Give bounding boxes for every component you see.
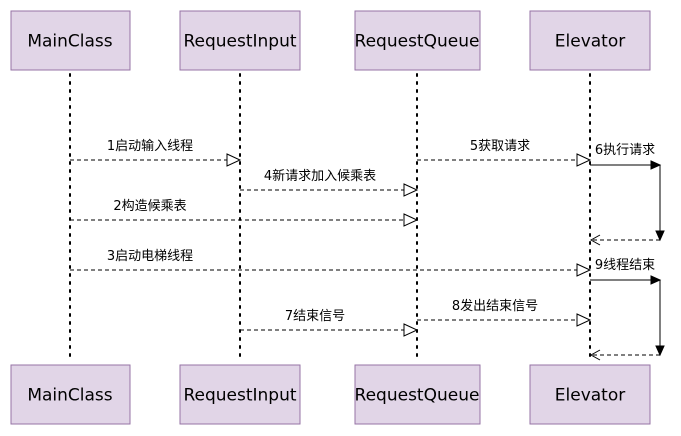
message-label: 2构造候乘表 bbox=[113, 199, 186, 214]
message-m3: 3启动电梯线程 bbox=[70, 249, 592, 277]
arrow-head-icon bbox=[576, 263, 592, 277]
actor-label: Elevator bbox=[555, 386, 625, 406]
arrow-head-icon bbox=[576, 313, 592, 327]
actor-main-top: MainClass bbox=[10, 10, 131, 71]
message-m4: 4新请求加入候乘表 bbox=[240, 168, 419, 197]
actor-label: RequestInput bbox=[183, 32, 296, 52]
actor-queue-top: RequestQueue bbox=[354, 10, 481, 71]
message-label: 8发出结束信号 bbox=[452, 298, 538, 314]
message-label: 4新请求加入候乘表 bbox=[264, 168, 376, 184]
actor-label: RequestInput bbox=[183, 386, 296, 406]
arrow-head-icon bbox=[650, 275, 662, 285]
actor-label: RequestQueue bbox=[355, 32, 480, 52]
message-m5: 5获取请求 bbox=[417, 139, 592, 167]
actor-label: MainClass bbox=[27, 386, 112, 406]
arrow-head-icon bbox=[655, 345, 665, 357]
actor-input-top: RequestInput bbox=[179, 10, 301, 71]
message-label: 3启动电梯线程 bbox=[107, 249, 193, 264]
actor-label: RequestQueue bbox=[355, 386, 480, 406]
arrow-head-icon bbox=[589, 234, 601, 246]
arrow-head-icon bbox=[589, 349, 601, 361]
actor-elevator-bottom: Elevator bbox=[529, 364, 651, 425]
arrow-head-icon bbox=[655, 230, 665, 242]
arrow-head-icon bbox=[576, 153, 592, 167]
arrow-head-icon bbox=[226, 153, 242, 167]
actor-main-bottom: MainClass bbox=[10, 364, 131, 425]
arrow-head-icon bbox=[650, 160, 662, 170]
actor-elevator-top: Elevator bbox=[529, 10, 651, 71]
message-m1: 1启动输入线程 bbox=[70, 138, 242, 167]
actor-label: MainClass bbox=[27, 32, 112, 52]
actor-queue-bottom: RequestQueue bbox=[354, 364, 481, 425]
message-label: 5获取请求 bbox=[470, 139, 530, 154]
self-call-label: 9线程结束 bbox=[595, 258, 655, 273]
actor-input-bottom: RequestInput bbox=[179, 364, 301, 425]
message-m7: 7结束信号 bbox=[240, 309, 419, 337]
arrow-head-icon bbox=[403, 213, 419, 227]
self-call-s9: 9线程结束 bbox=[589, 258, 665, 361]
message-label: 7结束信号 bbox=[285, 309, 345, 324]
self-call-label: 6执行请求 bbox=[595, 143, 655, 158]
actor-label: Elevator bbox=[555, 32, 625, 52]
arrow-head-icon bbox=[403, 323, 419, 337]
message-label: 1启动输入线程 bbox=[107, 138, 193, 154]
arrow-head-icon bbox=[403, 183, 419, 197]
message-m2: 2构造候乘表 bbox=[70, 199, 419, 227]
self-call-s6: 6执行请求 bbox=[589, 143, 665, 246]
message-m8: 8发出结束信号 bbox=[417, 298, 592, 327]
